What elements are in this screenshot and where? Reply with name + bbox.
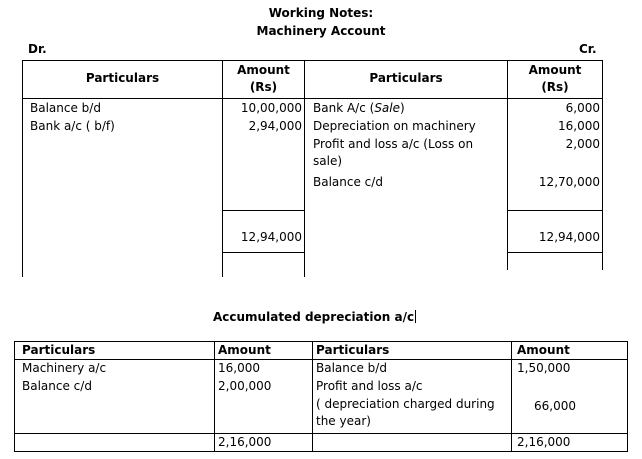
column-header-particulars: Particulars — [85, 71, 160, 85]
debit-label: Dr. — [28, 42, 47, 56]
credit-particulars: Balance b/d — [316, 361, 387, 375]
column-divider — [507, 60, 508, 270]
column-header-amount: Amount — [528, 63, 582, 77]
text-cursor — [415, 310, 417, 323]
table-left-border — [14, 341, 15, 452]
table-right-border — [627, 341, 628, 452]
credit-amount: 1,50,000 — [517, 361, 571, 375]
column-header-particulars: Particulars — [22, 343, 96, 357]
column-divider — [214, 341, 215, 452]
total-rule-bottom — [222, 252, 305, 253]
debit-amount: 2,94,000 — [248, 119, 302, 133]
column-divider — [511, 341, 512, 452]
credit-amount: 2,000 — [565, 137, 600, 151]
debit-amount: 16,000 — [218, 361, 260, 375]
credit-particulars: Profit and loss a/c — [316, 379, 423, 393]
credit-particulars: Profit and loss a/c (Loss on sale) — [313, 137, 474, 168]
table-header-rule — [22, 98, 603, 99]
machinery-account-title: Machinery Account — [256, 24, 386, 38]
credit-label: Cr. — [579, 42, 597, 56]
column-header-particulars: Particulars — [316, 343, 390, 357]
table-top-rule — [22, 60, 603, 61]
total-credit: 12,94,000 — [538, 230, 600, 244]
column-header-amount: Amount — [218, 343, 271, 357]
credit-amount: 16,000 — [558, 119, 600, 133]
credit-particulars: Balance c/d — [313, 175, 383, 189]
debit-particulars: Balance c/d — [22, 379, 92, 393]
total-rule-bottom — [507, 252, 603, 253]
column-header-amount-unit: (Rs) — [249, 80, 278, 94]
table-left-border — [22, 60, 23, 277]
column-header-particulars: Particulars — [369, 71, 443, 85]
credit-particulars: Depreciation on machinery — [313, 119, 476, 133]
debit-particulars: Machinery a/c — [22, 361, 107, 375]
total-debit: 12,94,000 — [240, 230, 302, 244]
credit-particulars: ( depreciation charged during the year) — [316, 397, 495, 428]
credit-particulars: Bank A/c (Sale) — [313, 101, 405, 115]
table-bottom-rule — [14, 451, 628, 452]
credit-amount: 66,000 — [534, 399, 576, 413]
table-top-rule — [14, 341, 628, 342]
table-right-border — [602, 60, 603, 270]
debit-particulars: Bank a/c ( b/f) — [30, 119, 115, 133]
column-header-amount: Amount — [237, 63, 290, 77]
working-notes-title: Working Notes: — [268, 6, 374, 20]
total-credit: 2,16,000 — [517, 435, 571, 449]
table-header-rule — [14, 359, 628, 360]
column-header-amount-unit: (Rs) — [541, 80, 569, 94]
debit-particulars: Balance b/d — [30, 101, 101, 115]
debit-amount: 2,00,000 — [218, 379, 272, 393]
center-divider — [304, 60, 305, 277]
total-rule-top — [507, 210, 603, 211]
accumulated-depreciation-title: Accumulated depreciation a/c — [213, 310, 417, 324]
credit-amount: 6,000 — [565, 101, 600, 115]
column-divider — [222, 60, 223, 277]
table-total-rule — [14, 433, 628, 434]
credit-amount: 12,70,000 — [538, 175, 600, 189]
debit-amount: 10,00,000 — [240, 101, 302, 115]
total-rule-top — [222, 210, 305, 211]
total-debit: 2,16,000 — [218, 435, 272, 449]
column-divider — [312, 341, 313, 452]
column-header-amount: Amount — [517, 343, 570, 357]
